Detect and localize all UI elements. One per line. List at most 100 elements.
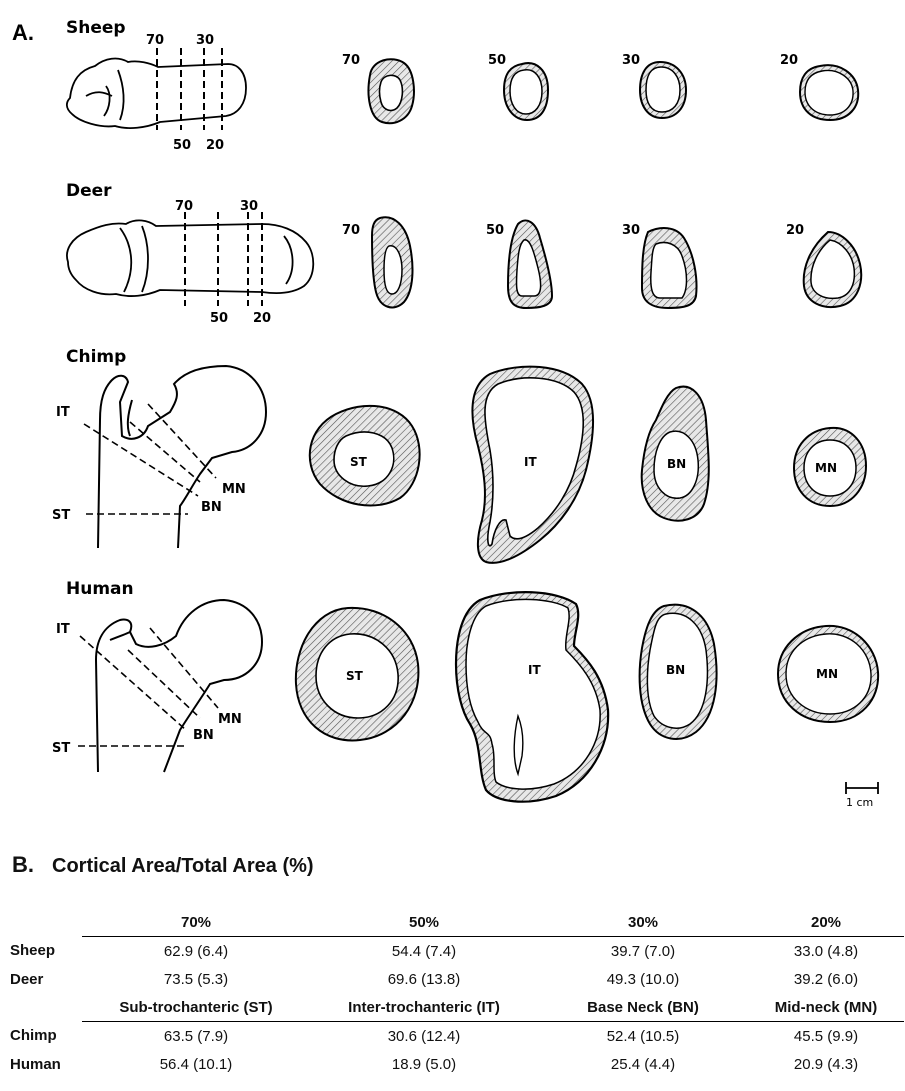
header-blank-cell: [10, 993, 82, 1022]
table-row: Deer 73.5 (5.3) 69.6 (13.8) 49.3 (10.0) …: [10, 965, 904, 993]
human-section-IT: IT: [456, 592, 608, 802]
human-section-label-IT: IT: [528, 663, 541, 677]
table-cell: 62.9 (6.4): [82, 937, 310, 966]
header-blank-cell: [10, 908, 82, 937]
deer-section-label-20: 20: [786, 223, 804, 238]
deer-cut-label-20: 20: [253, 311, 271, 326]
chimp-femur-schematic: [98, 366, 266, 548]
column-header-mn: Mid-neck (MN): [748, 993, 904, 1022]
chimp-femur-label-ST: ST: [52, 508, 70, 523]
deer-section-70: 70: [342, 217, 412, 307]
table-row: Sheep 62.9 (6.4) 54.4 (7.4) 39.7 (7.0) 3…: [10, 937, 904, 966]
column-header-20: 20%: [748, 908, 904, 937]
deer-cut-label-70: 70: [175, 199, 193, 214]
column-header-50: 50%: [310, 908, 538, 937]
sheep-cut-label-70: 70: [146, 33, 164, 48]
column-header-70: 70%: [82, 908, 310, 937]
sheep-section-50: 50: [488, 53, 548, 120]
scale-bar-label: 1 cm: [846, 796, 873, 809]
deer-bone-schematic: [67, 220, 313, 296]
row-label-human: Human: [10, 1050, 82, 1078]
panel-b-title: Cortical Area/Total Area (%): [52, 855, 314, 878]
table-cell: 45.5 (9.9): [748, 1022, 904, 1051]
species-label-human: Human: [66, 579, 134, 599]
table-header-row: Sub-trochanteric (ST) Inter-trochanteric…: [10, 993, 904, 1022]
panel-b-letter: B.: [12, 852, 34, 878]
table-cell: 54.4 (7.4): [310, 937, 538, 966]
panel-a-letter: A.: [12, 20, 34, 45]
sheep-section-label-70: 70: [342, 53, 360, 68]
deer-section-50: 50: [486, 220, 552, 308]
column-header-it: Inter-trochanteric (IT): [310, 993, 538, 1022]
row-label-sheep: Sheep: [10, 937, 82, 966]
deer-cut-label-50: 50: [210, 311, 228, 326]
species-label-deer: Deer: [66, 181, 112, 201]
chimp-section-IT: IT: [472, 367, 593, 563]
cortical-area-table: 70% 50% 30% 20% Sheep 62.9 (6.4) 54.4 (7…: [10, 908, 904, 1078]
sheep-section-label-20: 20: [780, 53, 798, 68]
sheep-section-label-50: 50: [488, 53, 506, 68]
row-label-chimp: Chimp: [10, 1022, 82, 1051]
human-section-MN: MN: [778, 626, 878, 722]
column-header-30: 30%: [538, 908, 748, 937]
human-section-label-ST: ST: [346, 669, 364, 683]
sheep-section-label-30: 30: [622, 53, 640, 68]
chimp-row: Chimp IT ST MN BN ST IT BN: [52, 347, 866, 563]
table-row: Human 56.4 (10.1) 18.9 (5.0) 25.4 (4.4) …: [10, 1050, 904, 1078]
species-label-chimp: Chimp: [66, 347, 126, 367]
column-header-bn: Base Neck (BN): [538, 993, 748, 1022]
sheep-section-70: 70: [342, 53, 414, 123]
table-cell: 39.2 (6.0): [748, 965, 904, 993]
chimp-section-label-IT: IT: [524, 455, 537, 469]
table-cell: 63.5 (7.9): [82, 1022, 310, 1051]
deer-cut-label-30: 30: [240, 199, 258, 214]
deer-section-20: 20: [786, 223, 861, 307]
deer-section-30: 30: [622, 223, 697, 308]
deer-row: Deer 70 30 50 20 70 50 30: [66, 181, 861, 326]
table-cell: 49.3 (10.0): [538, 965, 748, 993]
table-cell: 56.4 (10.1): [82, 1050, 310, 1078]
chimp-section-label-BN: BN: [667, 457, 686, 471]
scale-bar: [846, 782, 878, 794]
table-cell: 39.7 (7.0): [538, 937, 748, 966]
human-section-ST: ST: [296, 608, 419, 741]
deer-section-label-50: 50: [486, 223, 504, 238]
column-header-st: Sub-trochanteric (ST): [82, 993, 310, 1022]
table-cell: 30.6 (12.4): [310, 1022, 538, 1051]
table-cell: 18.9 (5.0): [310, 1050, 538, 1078]
table-cell: 25.4 (4.4): [538, 1050, 748, 1078]
chimp-femur-label-BN: BN: [201, 500, 222, 515]
sheep-section-30: 30: [622, 53, 686, 118]
table-cell: 52.4 (10.5): [538, 1022, 748, 1051]
chimp-section-BN: BN: [642, 387, 709, 521]
table-row: Chimp 63.5 (7.9) 30.6 (12.4) 52.4 (10.5)…: [10, 1022, 904, 1051]
sheep-cut-label-20: 20: [206, 138, 224, 153]
table-cell: 73.5 (5.3): [82, 965, 310, 993]
human-section-label-BN: BN: [666, 663, 685, 677]
human-section-label-MN: MN: [816, 667, 838, 681]
chimp-section-label-MN: MN: [815, 461, 837, 475]
chimp-section-ST: ST: [310, 406, 420, 506]
human-section-BN: BN: [640, 605, 717, 739]
chimp-section-label-ST: ST: [350, 455, 368, 469]
human-femur-label-MN: MN: [218, 712, 242, 727]
human-femur-label-BN: BN: [193, 728, 214, 743]
sheep-row: Sheep 70 30 50 20 70 50 30: [66, 18, 858, 153]
panel-a-figure: A. Sheep 70 30 50 20 70 50: [0, 0, 905, 820]
chimp-femur-label-MN: MN: [222, 482, 246, 497]
deer-section-label-30: 30: [622, 223, 640, 238]
chimp-section-lines: [84, 404, 216, 514]
deer-section-label-70: 70: [342, 223, 360, 238]
human-femur-label-ST: ST: [52, 741, 70, 756]
sheep-cut-label-30: 30: [196, 33, 214, 48]
human-row: Human IT ST MN BN ST IT BN: [52, 579, 878, 802]
row-label-deer: Deer: [10, 965, 82, 993]
table-cell: 33.0 (4.8): [748, 937, 904, 966]
table-cell: 20.9 (4.3): [748, 1050, 904, 1078]
sheep-section-20: 20: [780, 53, 858, 120]
table-header-row: 70% 50% 30% 20%: [10, 908, 904, 937]
chimp-femur-label-IT: IT: [56, 405, 70, 420]
sheep-cut-label-50: 50: [173, 138, 191, 153]
table-cell: 69.6 (13.8): [310, 965, 538, 993]
chimp-section-MN: MN: [794, 428, 866, 506]
